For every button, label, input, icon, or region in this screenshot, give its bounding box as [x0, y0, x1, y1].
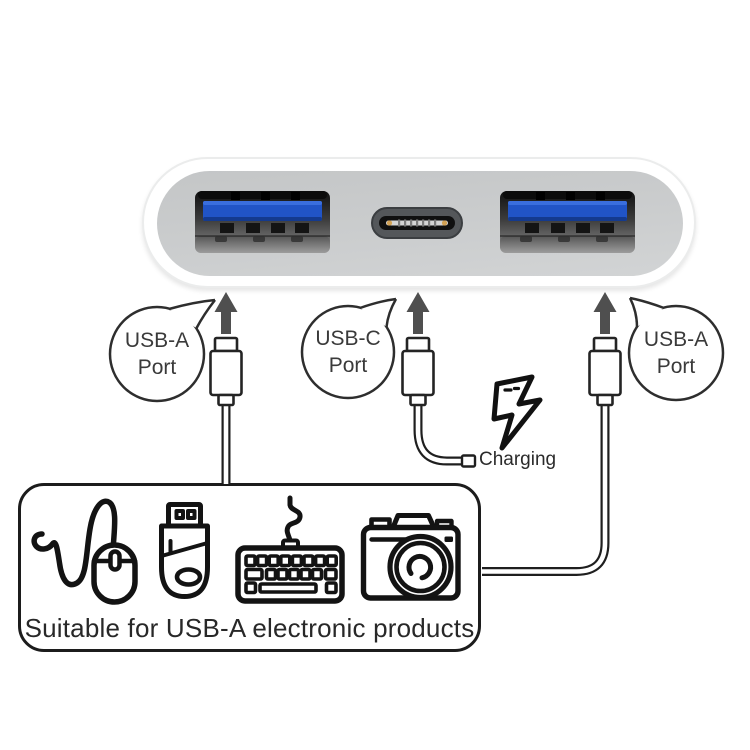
bubble-right-line1: USB-A	[643, 328, 709, 351]
usb-a-port-left	[195, 191, 330, 253]
charging-label: Charging	[479, 449, 557, 470]
cable-center-charging	[413, 404, 477, 468]
bubble-left-line1: USB-A	[124, 329, 190, 352]
lightning-bolt-icon	[491, 374, 543, 451]
bubble-center-line1: USB-C	[315, 327, 381, 350]
up-arrow-icon-left	[214, 292, 238, 334]
usb-a-port-right	[500, 191, 635, 253]
bubble-center-line2: Port	[328, 354, 368, 377]
usb-c-port	[371, 207, 463, 239]
bubble-left-line2: Port	[137, 356, 177, 379]
cable-right	[482, 404, 610, 576]
up-arrow-icon-right	[593, 292, 617, 334]
bubble-label-center: USB-C Port	[288, 325, 408, 379]
bubble-label-right: USB-A Port	[616, 326, 736, 380]
caption-text: Suitable for USB-A electronic products	[24, 613, 475, 643]
bubble-label-left: USB-A Port	[97, 327, 217, 381]
up-arrow-icon-center	[406, 292, 430, 334]
bubble-right-line2: Port	[656, 355, 696, 378]
